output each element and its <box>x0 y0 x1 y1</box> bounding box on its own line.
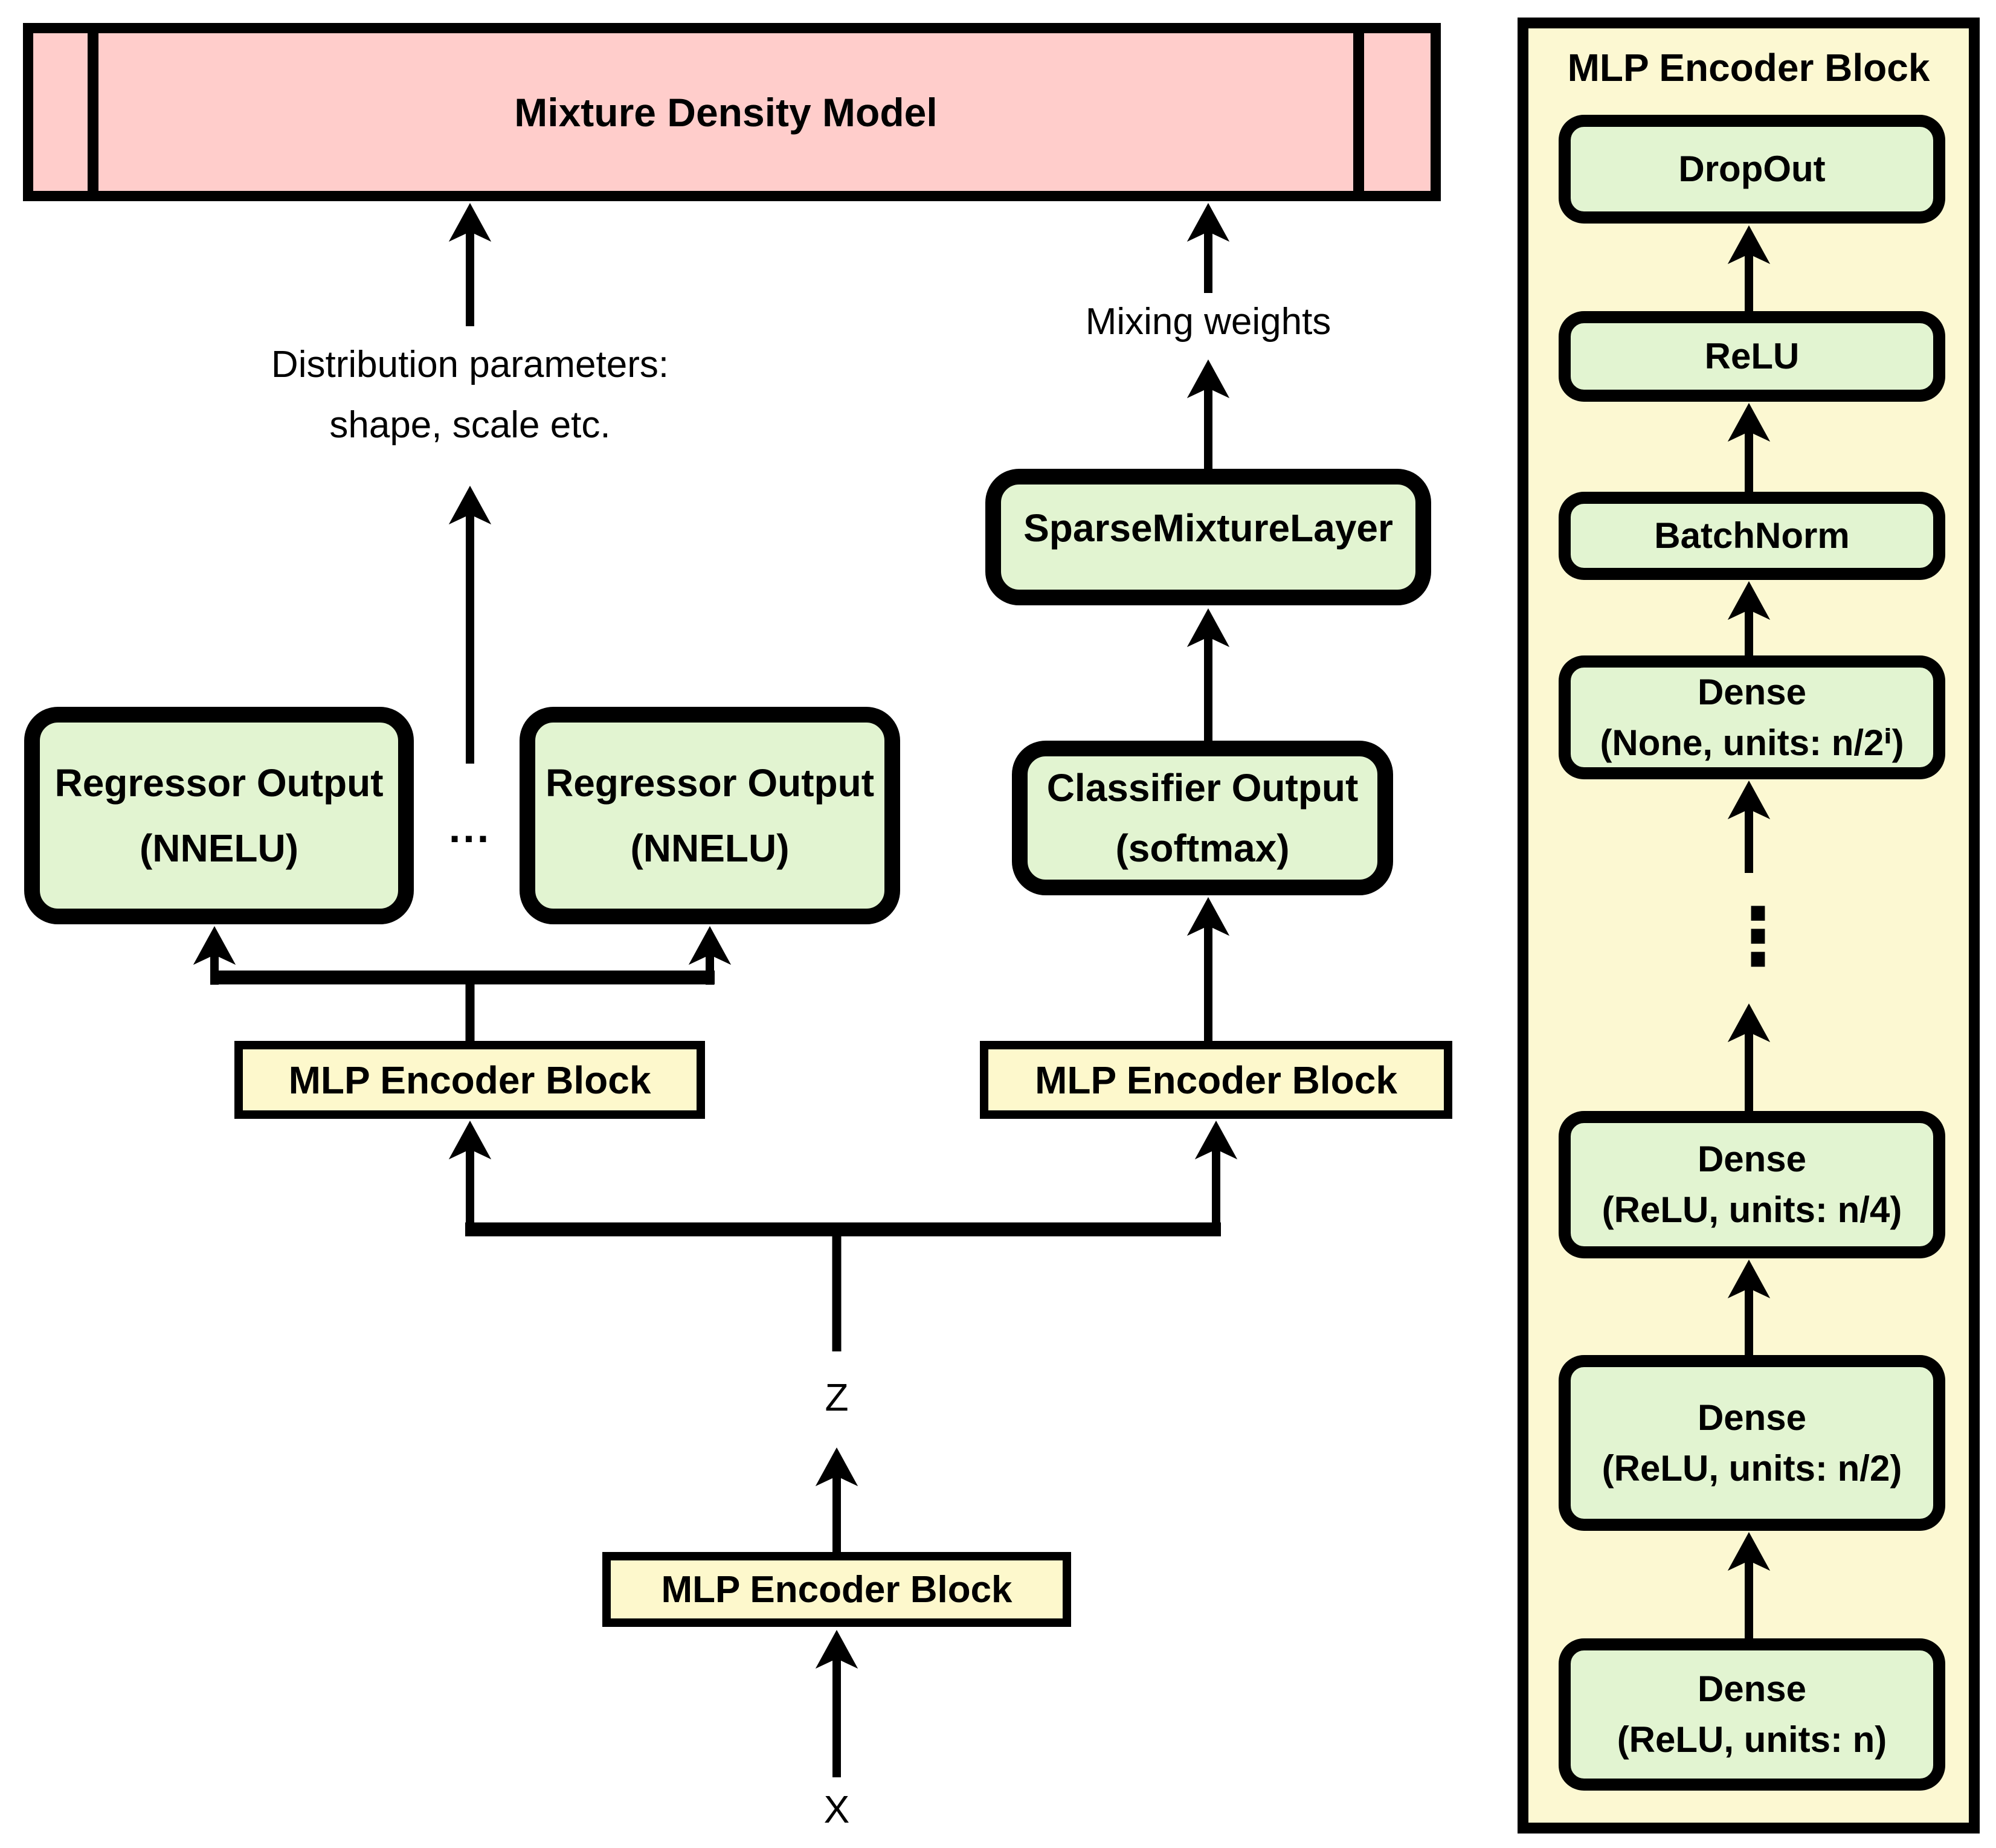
mlp-encoder-block-left: MLP Encoder Block <box>234 1041 705 1119</box>
distribution-parameters-line1: Distribution parameters: <box>271 344 669 385</box>
arrow-bottommlp-to-z-head <box>815 1447 858 1487</box>
panel-dense-n-line2: (ReLU, units: n) <box>1617 1719 1887 1760</box>
panel-dense-n4-line1: Dense <box>1697 1139 1807 1179</box>
arrow-densen-to-densen2-head <box>1727 1531 1771 1571</box>
panel-dense-n4-box: Dense (ReLU, units: n/4) <box>1559 1111 1945 1258</box>
panel-relu-box: ReLU <box>1559 311 1945 402</box>
regressor-output-1-box: Regressor Output (NNELU) <box>24 707 414 924</box>
classifier-output-line1: Classifier Output <box>1046 766 1359 810</box>
arrow-batchnorm-to-relu-head <box>1727 402 1771 442</box>
mixture-density-model-bar: Mixture Density Model <box>23 23 1441 201</box>
arrow-into-right-mlp-head <box>1194 1120 1238 1160</box>
panel-dense-n2-line2: (ReLU, units: n/2) <box>1602 1447 1902 1489</box>
arrow-densen4-to-dots-head <box>1727 1003 1771 1043</box>
mdn-bar-main-cell: Mixture Density Model <box>98 33 1353 191</box>
z-label: Z <box>825 1376 849 1419</box>
mdn-bar-right-cell <box>1364 33 1431 191</box>
arrow-dense-to-batchnorm-head <box>1727 581 1771 620</box>
panel-dense-n4-line2: (ReLU, units: n/4) <box>1602 1190 1902 1230</box>
mixing-weights-note: Mixing weights <box>1085 301 1331 343</box>
mlp-encoder-block-right: MLP Encoder Block <box>980 1041 1452 1119</box>
regressor-output-1-line2: (NNELU) <box>139 826 299 870</box>
arrow-rightmlp-to-classifier-head <box>1186 897 1230 936</box>
mdn-bar-label: Mixture Density Model <box>514 89 938 135</box>
classifier-output-box: Classifier Output (softmax) <box>1012 741 1393 895</box>
arrow-densen2-to-densen4-head <box>1727 1259 1771 1299</box>
arrow-into-regressor1-head <box>193 926 236 965</box>
panel-dense-top-line1: Dense <box>1697 671 1807 712</box>
regressor-ellipsis: ... <box>448 804 492 851</box>
mdn-bar-left-cell <box>33 33 88 191</box>
arrow-classifier-to-sml-head <box>1186 608 1230 648</box>
classifier-output-line2: (softmax) <box>1115 826 1290 870</box>
panel-dense-n-box: Dense (ReLU, units: n) <box>1559 1638 1945 1791</box>
distribution-parameters-line2: shape, scale etc. <box>329 404 611 446</box>
panel-dropout-box: DropOut <box>1559 115 1945 224</box>
panel-title: MLP Encoder Block <box>1567 46 1930 89</box>
panel-dense-n-line1: Dense <box>1697 1669 1807 1709</box>
panel-dense-n2-line1: Dense <box>1697 1397 1807 1438</box>
regressor-output-1-line1: Regressor Output <box>54 761 384 805</box>
arrow-sml-to-mixweights-head <box>1186 359 1230 399</box>
arrow-mixweights-to-mdn-head <box>1186 202 1230 242</box>
panel-batchnorm-box: BatchNorm <box>1559 492 1945 580</box>
regressor-output-2-line1: Regressor Output <box>545 761 875 805</box>
x-label: X <box>823 1788 850 1831</box>
regressor-output-2-box: Regressor Output (NNELU) <box>520 707 900 924</box>
panel-ellipsis: ⋮ <box>1719 892 1797 980</box>
arrow-into-regressor2-head <box>688 926 732 965</box>
arrow-distparams-to-mdn-head <box>448 202 492 242</box>
arrow-x-to-bottommlp-head <box>815 1629 858 1669</box>
panel-dense-top-box: Dense (None, units: n/2ⁱ) <box>1559 655 1945 779</box>
mlp-encoder-block-bottom: MLP Encoder Block <box>602 1552 1071 1627</box>
arrow-dots-to-distparams-head <box>448 485 492 525</box>
panel-dense-n2-box: Dense (ReLU, units: n/2) <box>1559 1355 1945 1531</box>
panel-dense-top-line2: (None, units: n/2ⁱ) <box>1600 722 1904 763</box>
distribution-parameters-note: Distribution parameters: shape, scale et… <box>259 335 681 456</box>
arrow-dots-to-dense-head <box>1727 780 1771 820</box>
arrow-relu-to-dropout-head <box>1727 225 1771 265</box>
sparse-mixture-layer-label: SparseMixtureLayer <box>1023 506 1393 550</box>
regressor-output-2-line2: (NNELU) <box>630 826 790 870</box>
arrow-into-left-mlp-head <box>448 1120 492 1160</box>
sparse-mixture-layer-box: SparseMixtureLayer <box>985 469 1431 605</box>
